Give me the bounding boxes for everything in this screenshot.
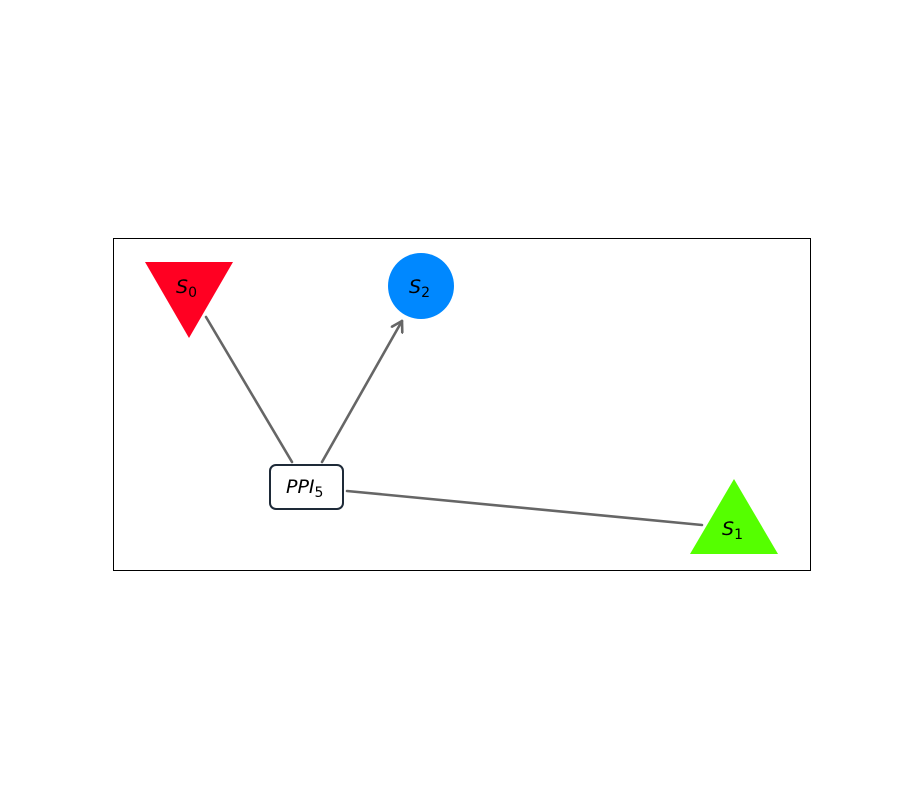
edge-s0-ppi5 xyxy=(204,315,294,464)
node-s2-shape xyxy=(388,253,454,319)
node-s0-label: S xyxy=(176,276,188,298)
edge-ppi5-s1 xyxy=(345,489,704,527)
node-ppi5-label: PPI xyxy=(286,476,315,498)
node-ppi5[interactable]: PPI5 xyxy=(269,464,344,510)
svg-text:S2: S2 xyxy=(409,276,430,301)
node-ppi5-subscript: 5 xyxy=(315,485,324,501)
node-s0-shape xyxy=(145,262,233,338)
node-s2-label: S xyxy=(409,276,421,298)
node-s1[interactable]: S1 xyxy=(690,479,778,554)
node-ppi5-shape xyxy=(269,464,344,510)
node-s1-subscript: 1 xyxy=(734,527,743,543)
svg-text:S0: S0 xyxy=(176,276,197,301)
node-s0[interactable]: S0 xyxy=(145,262,233,338)
node-s0-subscript: 0 xyxy=(188,285,197,301)
node-s1-label: S xyxy=(722,518,734,540)
diagram-frame xyxy=(113,238,811,571)
edge-ppi5-s2 xyxy=(320,319,402,464)
node-s1-shape xyxy=(690,479,778,554)
svg-text:S1: S1 xyxy=(722,518,743,543)
node-s2[interactable]: S2 xyxy=(388,253,454,319)
svg-text:PPI5: PPI5 xyxy=(286,476,323,501)
node-s2-subscript: 2 xyxy=(421,285,430,301)
